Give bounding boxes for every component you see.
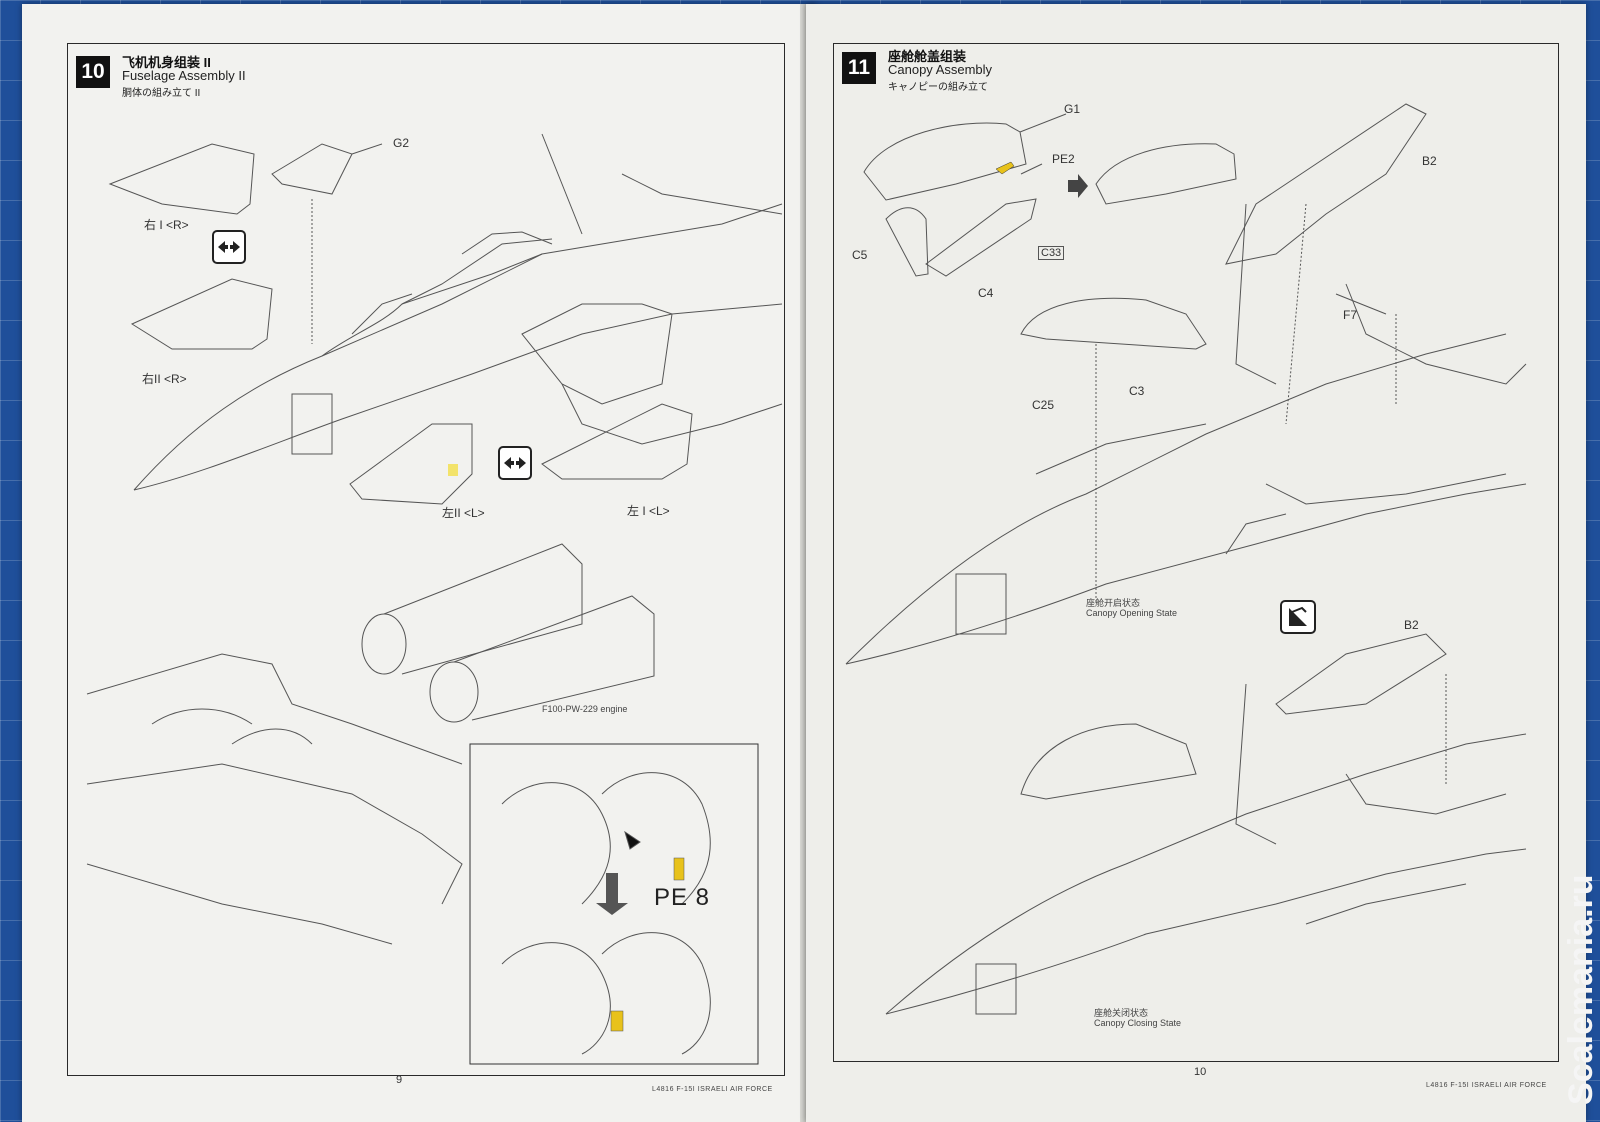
label-right2: 右II <R> <box>142 372 187 386</box>
step-title-en: Fuselage Assembly II <box>122 68 246 83</box>
label-f7: F7 <box>1343 308 1358 322</box>
label-c25: C25 <box>1032 398 1055 412</box>
step-number-badge: 11 <box>842 52 876 84</box>
fuselage-drawing <box>86 133 783 1065</box>
step-title-jp: 胴体の組み立て II <box>122 88 201 99</box>
label-closed-cn: 座舱关闭状态 <box>1094 1008 1149 1018</box>
page-frame <box>67 43 785 1076</box>
label-c4: C4 <box>978 286 994 300</box>
label-left1: 左 I <L> <box>627 504 670 518</box>
label-pe8: PE 8 <box>654 884 711 911</box>
swap-arrows-icon <box>212 230 246 264</box>
label-c5: C5 <box>852 248 868 262</box>
label-pe2: PE2 <box>1052 152 1075 166</box>
step-number-badge: 10 <box>76 56 110 88</box>
label-c33: C33 <box>1038 246 1065 260</box>
down-arrow-icon <box>596 873 628 915</box>
step-title-cn: 飞机机身组装 II <box>122 55 211 70</box>
swap-arrows-icon <box>498 446 532 480</box>
step-title-cn: 座舱舱盖组装 <box>888 49 967 64</box>
canopy-toggle-icon <box>1280 600 1316 634</box>
instruction-page-left: 10 飞机机身组装 II Fuselage Assembly II 胴体の組み立… <box>22 4 817 1122</box>
page-number-left: 9 <box>396 1074 403 1086</box>
label-closed-en: Canopy Closing State <box>1094 1018 1182 1028</box>
label-engine: F100-PW-229 engine <box>542 704 628 714</box>
label-right1: 右 I <R> <box>144 218 189 232</box>
label-left2: 左II <L> <box>442 506 485 520</box>
label-open-en: Canopy Opening State <box>1086 608 1178 618</box>
instruction-page-right: 11 座舱舱盖组装 Canopy Assembly キャノピーの組み立て <box>806 4 1586 1122</box>
page-number-right: 10 <box>1194 1066 1207 1078</box>
label-open-cn: 座舱开启状态 <box>1086 598 1141 608</box>
label-b2-bottom: B2 <box>1404 618 1419 632</box>
right-arrow-icon <box>1068 174 1088 198</box>
label-b2-top: B2 <box>1422 154 1437 168</box>
label-c3: C3 <box>1129 384 1145 398</box>
watermark-text: Scalemania.ru <box>1562 874 1600 1105</box>
step-title-jp: キャノピーの組み立て <box>888 82 988 93</box>
footer-left: L4816 F-15I ISRAELI AIR FORCE <box>652 1086 773 1093</box>
step-title-en: Canopy Assembly <box>888 62 993 77</box>
label-g2: G2 <box>393 136 410 150</box>
footer-right: L4816 F-15I ISRAELI AIR FORCE <box>1426 1082 1547 1089</box>
label-g1: G1 <box>1064 102 1081 116</box>
page-frame <box>833 43 1559 1062</box>
canopy-drawing <box>845 103 1527 1015</box>
